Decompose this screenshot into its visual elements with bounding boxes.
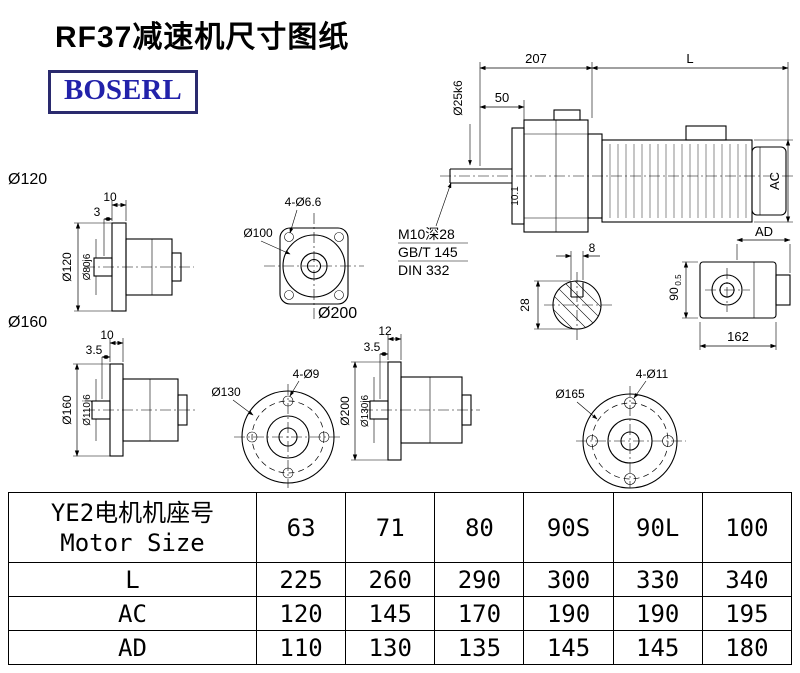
view-ad-linework <box>682 237 791 350</box>
value-L-90S: 300 <box>523 562 614 597</box>
value-L-63: 225 <box>255 562 347 597</box>
view-round-flange-130-linework <box>232 380 342 488</box>
dim-160-10: 10 <box>100 328 114 342</box>
value-AD-71: 130 <box>345 630 436 665</box>
dim-120-bore: Ø80j6 <box>82 253 93 280</box>
dim-10-1: 10.1 <box>510 186 521 206</box>
dim-200-od: Ø200 <box>338 396 352 426</box>
view-flange-160-linework <box>73 338 198 457</box>
view-label-200: Ø200 <box>318 305 357 322</box>
value-L-80: 290 <box>434 562 525 597</box>
table-row-AC: AC 120 145 170 190 190 195 <box>8 596 793 631</box>
view-label-160: Ø160 <box>8 314 47 331</box>
dim-200-3-5: 3.5 <box>364 340 381 354</box>
dim-AC: AC <box>767 172 782 190</box>
table-row-L: L 225 260 290 300 330 340 <box>8 562 793 597</box>
dim-90-tolerance: 0.5 <box>674 274 683 286</box>
view-key-section-linework <box>534 251 612 342</box>
dim-key-8: 8 <box>589 241 596 255</box>
motor-size-header-cell: YE2电机机座号 Motor Size <box>8 492 257 563</box>
motor-size-header-en: Motor Size <box>60 528 205 557</box>
dim-165-circle: Ø165 <box>555 387 585 401</box>
value-L-100: 340 <box>701 562 793 597</box>
dim-90: 90 <box>667 287 681 301</box>
value-AC-90S: 190 <box>523 596 614 631</box>
dim-207: 207 <box>525 51 547 66</box>
view-round-flange-165-linework <box>576 380 686 489</box>
row-label-L: L <box>8 562 257 597</box>
dim-120-10: 10 <box>103 190 117 204</box>
value-L-90L: 330 <box>612 562 703 597</box>
value-AD-90L: 145 <box>612 630 703 665</box>
value-AD-63: 110 <box>255 630 347 665</box>
note-gbt-145: GB/T 145 <box>398 244 458 260</box>
motor-size-col-71: 71 <box>345 492 436 563</box>
dim-120-od: Ø120 <box>60 252 74 282</box>
value-AC-90L: 190 <box>612 596 703 631</box>
technical-drawing: Ø120 10 3 Ø120 Ø80j6 4-Ø6.6 Ø100 <box>8 51 796 489</box>
value-AC-71: 145 <box>345 596 436 631</box>
table-row-AD: AD 110 130 135 145 145 180 <box>8 630 793 665</box>
motor-size-col-63: 63 <box>255 492 347 563</box>
brand-logo: BOSERL <box>48 70 198 115</box>
dim-160-3-5: 3.5 <box>86 343 103 357</box>
dim-200-12: 12 <box>378 324 392 338</box>
dim-200-bore: Ø130j6 <box>360 394 371 427</box>
dim-AD: AD <box>755 224 773 239</box>
note-din-332: DIN 332 <box>398 262 450 278</box>
view-square-flange-linework <box>260 209 364 320</box>
note-tap-hole: M10深28 <box>398 226 455 242</box>
motor-size-col-90L: 90L <box>612 492 703 563</box>
dimension-table: YE2电机机座号 Motor Size 63 71 80 90S 90L 100… <box>8 492 793 665</box>
value-L-71: 260 <box>345 562 436 597</box>
value-AC-100: 195 <box>701 596 793 631</box>
view-label-120: Ø120 <box>8 171 47 188</box>
value-AC-63: 120 <box>255 596 347 631</box>
dim-120-3: 3 <box>94 205 101 219</box>
value-AD-100: 180 <box>701 630 793 665</box>
dim-shaft-diameter: Ø25k6 <box>451 80 465 116</box>
value-AD-80: 135 <box>434 630 525 665</box>
dim-162: 162 <box>727 329 749 344</box>
dim-square-circle: Ø100 <box>243 226 273 240</box>
view-main-linework <box>398 62 796 262</box>
dim-50: 50 <box>495 90 509 105</box>
motor-size-header-cn: YE2电机机座号 <box>50 498 215 527</box>
motor-size-col-100: 100 <box>701 492 793 563</box>
page-title: RF37减速机尺寸图纸 <box>55 21 350 54</box>
row-label-AD: AD <box>8 630 257 665</box>
dim-key-28: 28 <box>518 298 532 312</box>
motor-size-col-80: 80 <box>434 492 525 563</box>
view-flange-200-linework <box>351 334 480 461</box>
dim-160-bore: Ø110j6 <box>82 394 93 426</box>
dim-165-holes: 4-Ø11 <box>636 367 669 381</box>
row-label-AC: AC <box>8 596 257 631</box>
table-header-row: YE2电机机座号 Motor Size 63 71 80 90S 90L 100 <box>8 492 793 563</box>
dim-130-holes: 4-Ø9 <box>293 367 320 381</box>
view-flange-120-linework <box>74 200 194 312</box>
dim-160-od: Ø160 <box>60 395 74 425</box>
value-AD-90S: 145 <box>523 630 614 665</box>
value-AC-80: 170 <box>434 596 525 631</box>
motor-size-col-90S: 90S <box>523 492 614 563</box>
dim-130-circle: Ø130 <box>211 385 241 399</box>
dim-L: L <box>686 51 693 66</box>
dim-square-holes: 4-Ø6.6 <box>285 195 322 209</box>
